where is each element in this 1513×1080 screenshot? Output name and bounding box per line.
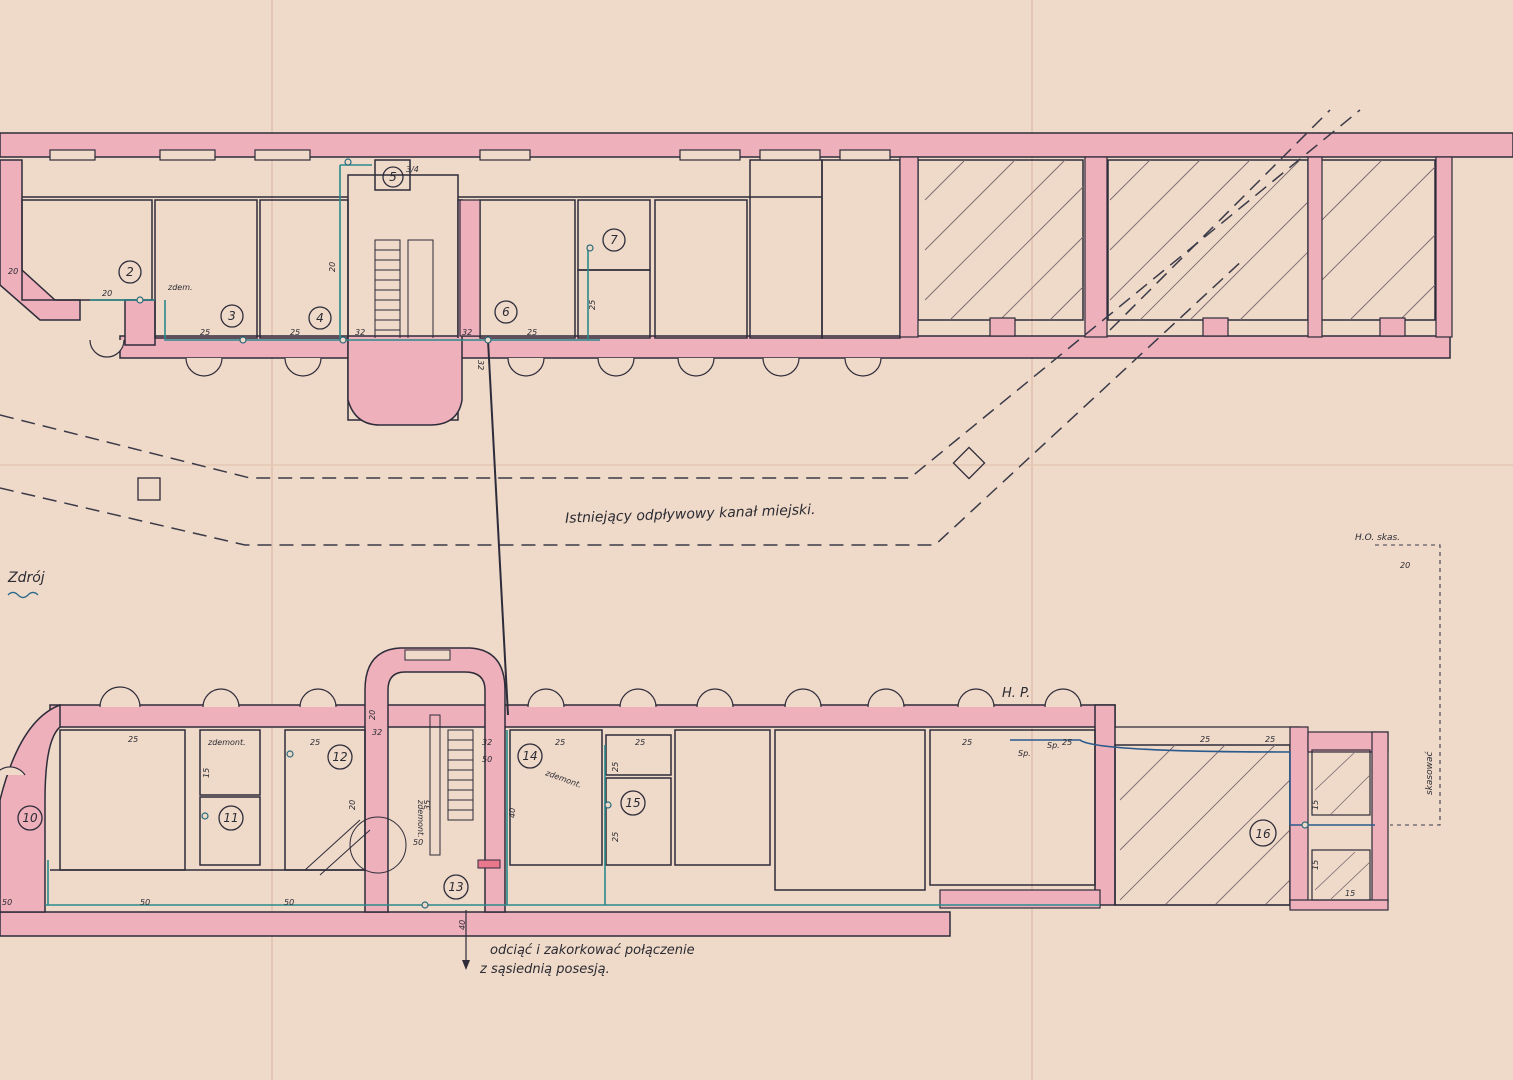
skasowac-label: skasować	[1424, 751, 1435, 795]
svg-text:50: 50	[284, 898, 294, 907]
svg-text:32: 32	[372, 728, 382, 737]
room-5-number: 5	[389, 170, 397, 184]
svg-text:25: 25	[527, 328, 537, 337]
svg-text:20: 20	[1400, 561, 1410, 570]
room-14-number: 14	[522, 749, 537, 763]
svg-text:15: 15	[1345, 889, 1355, 898]
svg-text:zdemont.: zdemont.	[207, 738, 246, 747]
upper-room-3	[154, 199, 258, 339]
svg-text:20: 20	[368, 710, 377, 720]
room-2-number: 2	[126, 265, 134, 279]
room-6-number: 6	[502, 305, 510, 319]
city-sewer-canal	[0, 109, 1361, 546]
svg-text:25: 25	[200, 328, 210, 337]
svg-text:32: 32	[462, 328, 472, 337]
upper-left-front	[124, 299, 156, 346]
svg-text:20: 20	[328, 262, 337, 272]
note-arrow-head	[462, 960, 470, 970]
room-15-number: 15	[625, 796, 640, 810]
hp-label: H. P.	[1002, 686, 1030, 701]
room-11-number: 11	[223, 811, 238, 825]
svg-text:25: 25	[128, 735, 138, 744]
svg-text:32: 32	[476, 360, 485, 370]
svg-text:25: 25	[588, 300, 597, 310]
upper-wing	[0, 132, 1513, 426]
svg-text:25: 25	[635, 738, 645, 747]
svg-text:25: 25	[611, 832, 620, 842]
svg-text:25: 25	[1200, 735, 1210, 744]
room-number-markers	[17, 166, 1277, 900]
room-13-number: 13	[448, 880, 463, 894]
svg-text:35: 35	[423, 800, 432, 810]
svg-text:50: 50	[140, 898, 150, 907]
svg-text:25: 25	[1265, 735, 1275, 744]
svg-text:3/4: 3/4	[406, 165, 419, 174]
svg-text:25: 25	[611, 762, 620, 772]
svg-text:25: 25	[1062, 738, 1072, 747]
svg-text:50: 50	[2, 898, 12, 907]
connection-pipe	[487, 339, 509, 716]
svg-text:32: 32	[355, 328, 365, 337]
pipe-fittings	[136, 158, 1309, 909]
svg-text:40: 40	[458, 920, 467, 930]
upper-room-7b	[577, 269, 651, 339]
svg-text:Sp.: Sp.	[1047, 741, 1060, 750]
note-line-1: odciąć i zakorkować połączenie	[490, 943, 695, 958]
room-4-number: 4	[316, 311, 324, 325]
lower-front-wall	[49, 704, 1116, 728]
room-3-number: 3	[228, 309, 236, 323]
water-pipes	[45, 164, 1375, 906]
svg-text:20: 20	[102, 289, 112, 298]
zdroj-label: Zdrój	[7, 570, 45, 586]
svg-text:20: 20	[8, 267, 18, 276]
upper-room-8	[654, 199, 748, 339]
room-12-number: 12	[332, 750, 347, 764]
lower-room-16-hatched	[1114, 726, 1389, 911]
svg-text:zdemont.: zdemont.	[416, 799, 425, 838]
svg-text:25: 25	[555, 738, 565, 747]
manhole-left	[137, 477, 161, 501]
room-10-number: 10	[22, 811, 38, 825]
ho-label: H.O. skas.	[1355, 533, 1400, 543]
lower-staircase	[304, 649, 501, 876]
zdroj-wavy-mark	[7, 591, 39, 599]
manhole-right	[952, 446, 986, 480]
lower-left-curve	[0, 703, 61, 913]
svg-text:50: 50	[482, 755, 492, 764]
svg-text:25: 25	[962, 738, 972, 747]
svg-text:50: 50	[413, 838, 423, 847]
lower-back-wall	[0, 911, 951, 937]
svg-text:15: 15	[1311, 800, 1320, 810]
room-7-number: 7	[610, 233, 618, 247]
lower-bay-windows	[0, 686, 1082, 776]
room-numbers: 2 3 4 5 6 7 10 11 12 13 14 15 16	[22, 170, 1271, 894]
svg-text:15: 15	[202, 768, 211, 778]
svg-text:25: 25	[310, 738, 320, 747]
ho-dashed-outline	[1375, 544, 1441, 826]
upper-room-5	[374, 159, 411, 191]
svg-text:Sp.: Sp.	[1018, 749, 1031, 758]
upper-stair-tower-wall	[347, 199, 463, 426]
svg-text:20: 20	[348, 800, 357, 810]
upper-back-wall	[0, 132, 1513, 158]
svg-text:zdem.: zdem.	[167, 283, 193, 292]
svg-text:15: 15	[1311, 860, 1320, 870]
lower-stair-tower-wall	[364, 647, 506, 913]
upper-room-2	[21, 199, 153, 301]
note-line-2: z sąsiednią posesją.	[479, 962, 610, 977]
room-16-number: 16	[1255, 827, 1271, 841]
svg-text:40: 40	[508, 808, 517, 818]
svg-text:32: 32	[482, 738, 492, 747]
lower-wing	[0, 647, 1389, 937]
upper-bay-windows	[89, 339, 882, 377]
svg-text:25: 25	[290, 328, 300, 337]
